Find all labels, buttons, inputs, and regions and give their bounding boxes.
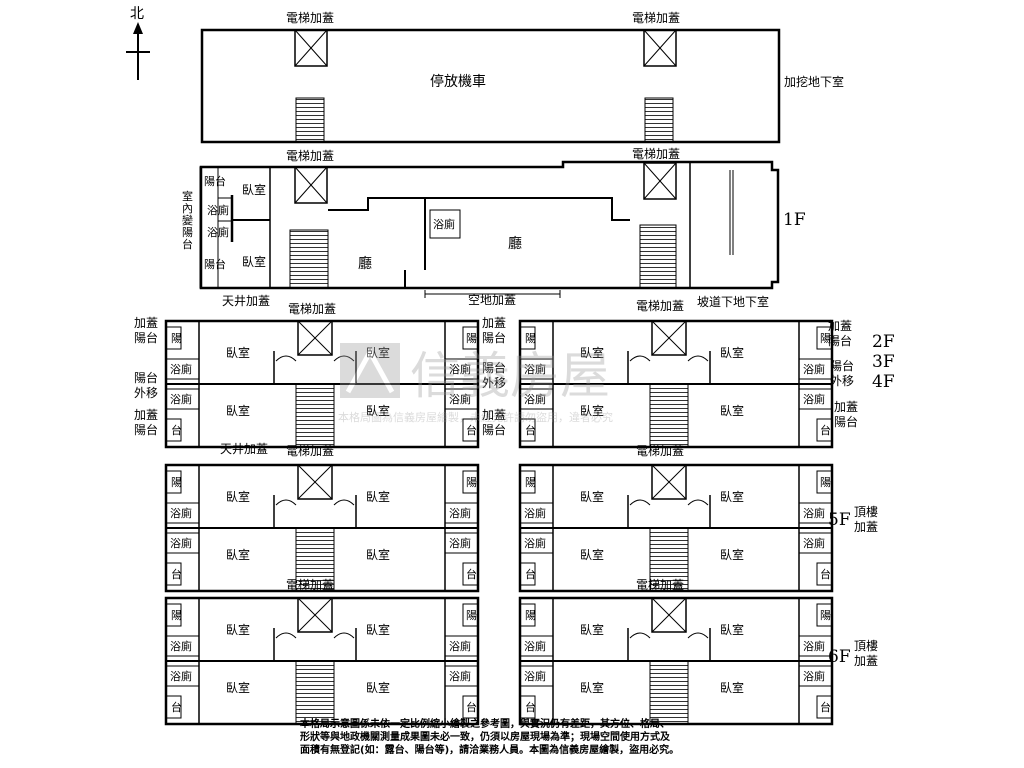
plan-label: 外移 (830, 374, 854, 388)
watermark: 信義房屋 本格局圖為信義房屋繪製，未經允許請勿盜用，違者必究 (338, 343, 613, 424)
plan-label: 陽台 (830, 358, 854, 373)
plan-label: 加蓋 (482, 408, 506, 422)
floor1-balcony-top: 陽台 (204, 174, 226, 188)
floor1-elevator-right-label: 電梯加蓋 (632, 147, 680, 161)
plan-label: 頂樓 (854, 638, 878, 653)
floor5-plan: 電梯加蓋 電梯加蓋 5F 頂樓 加蓋 (164, 444, 878, 593)
plan-label: 加蓋 (854, 520, 878, 534)
floor5-elevator-left-label: 電梯加蓋 (286, 444, 334, 458)
floor1-hall-left: 廳 (358, 255, 372, 272)
plan-label: 陽台 (134, 370, 158, 385)
floor1-patio-note: 天井加蓋 (222, 294, 270, 308)
floor1-bath-1: 浴廁 (207, 203, 229, 217)
basement-area-label: 停放機車 (430, 73, 486, 90)
plan-label: 陽台 (134, 330, 158, 345)
plan-label: 頂樓 (854, 504, 878, 519)
plan-label: 加蓋 (134, 316, 158, 330)
disclaimer: 本格局示意圖係未依一定比例縮小繪製之參考圖，與實況仍有差距，其方位、格局、 形狀… (300, 718, 730, 757)
floor3-label: 3F (872, 352, 895, 372)
floors234-plan: 電梯加蓋 電梯加蓋 天井加蓋 2F 3F 4F 加蓋 陽台 陽台 外移 加蓋 陽… (134, 299, 895, 456)
floor5-elevator-right-label: 電梯加蓋 (636, 444, 684, 458)
plan-label: 陽台 (482, 360, 506, 375)
plan-label: 加蓋 (828, 319, 852, 333)
floor1-balcony-bottom: 陽台 (204, 257, 226, 271)
plan-label: 陽台 (828, 333, 852, 348)
plan-label: 加蓋 (482, 316, 506, 330)
floor1-hall-right: 廳 (508, 235, 522, 252)
plan-label: 外移 (134, 386, 158, 400)
plan-label: 陽台 (834, 414, 858, 429)
floor5-label: 5F (828, 510, 851, 530)
floor1-floor-label: 1F (783, 210, 806, 230)
floor2-label: 2F (872, 332, 895, 352)
basement-elevator-right-label: 電梯加蓋 (632, 11, 680, 25)
floor1-bedroom-top: 臥室 (242, 182, 266, 197)
plan-label: 加蓋 (834, 400, 858, 414)
disclaimer-line-3: 面積有無登記(如：露台、陽台等)，請洽業務人員。本圖為信義房屋繪製，盜用必究。 (300, 745, 680, 756)
floor6-elevator-right-label: 電梯加蓋 (636, 578, 684, 592)
floors234-elevator-left-label: 電梯加蓋 (288, 302, 336, 316)
plan-label: 陽台 (134, 422, 158, 437)
floor6-plan: 電梯加蓋 電梯加蓋 6F 頂樓 加蓋 (164, 578, 878, 726)
plan-label: 陽台 (482, 330, 506, 345)
disclaimer-line-2: 形狀等與地政機關測量成果圖未必一致，仍須以房屋現場為準；現場空間使用方式及 (300, 732, 670, 743)
floor1-vacant-note: 空地加蓋 (468, 293, 516, 307)
floor6-label: 6F (828, 647, 851, 667)
floor1-bedroom-bottom: 臥室 (242, 254, 266, 269)
basement-elevator-left-label: 電梯加蓋 (286, 11, 334, 25)
floor1-vertical-note: 室內變陽台 (182, 189, 193, 251)
floors234-elevator-right-label: 電梯加蓋 (636, 299, 684, 313)
floor1-plan: 電梯加蓋 電梯加蓋 1F 陽台 陽台 浴廁 浴廁 臥室 臥室 廳 廳 浴廁 天井… (199, 147, 806, 309)
north-arrow: 北 (126, 6, 150, 80)
basement-side-note: 加挖地下室 (784, 74, 844, 89)
floor6-elevator-left-label: 電梯加蓋 (286, 578, 334, 592)
floor1-elevator-left-label: 電梯加蓋 (286, 149, 334, 163)
disclaimer-line-1: 本格局示意圖係未依一定比例縮小繪製之參考圖，與實況仍有差距，其方位、格局、 (300, 719, 670, 730)
basement-plan: 電梯加蓋 電梯加蓋 停放機車 加挖地下室 (200, 11, 844, 144)
plan-label: 加蓋 (134, 408, 158, 422)
plan-label: 信義房屋 (410, 347, 610, 405)
floor1-bath-2: 浴廁 (207, 225, 229, 239)
floors234-patio-note: 天井加蓋 (220, 442, 268, 456)
plan-label: 本格局圖為信義房屋繪製，未經允許請勿盜用，違者必究 (338, 410, 613, 424)
plan-label: 加蓋 (854, 654, 878, 668)
floor4-label: 4F (872, 372, 895, 392)
floor1-bath-center: 浴廁 (433, 217, 455, 231)
floor1-ramp-note: 坡道下地下室 (697, 294, 769, 309)
plan-label: 外移 (482, 376, 506, 390)
north-label: 北 (130, 6, 144, 22)
plan-label: 陽台 (482, 422, 506, 437)
